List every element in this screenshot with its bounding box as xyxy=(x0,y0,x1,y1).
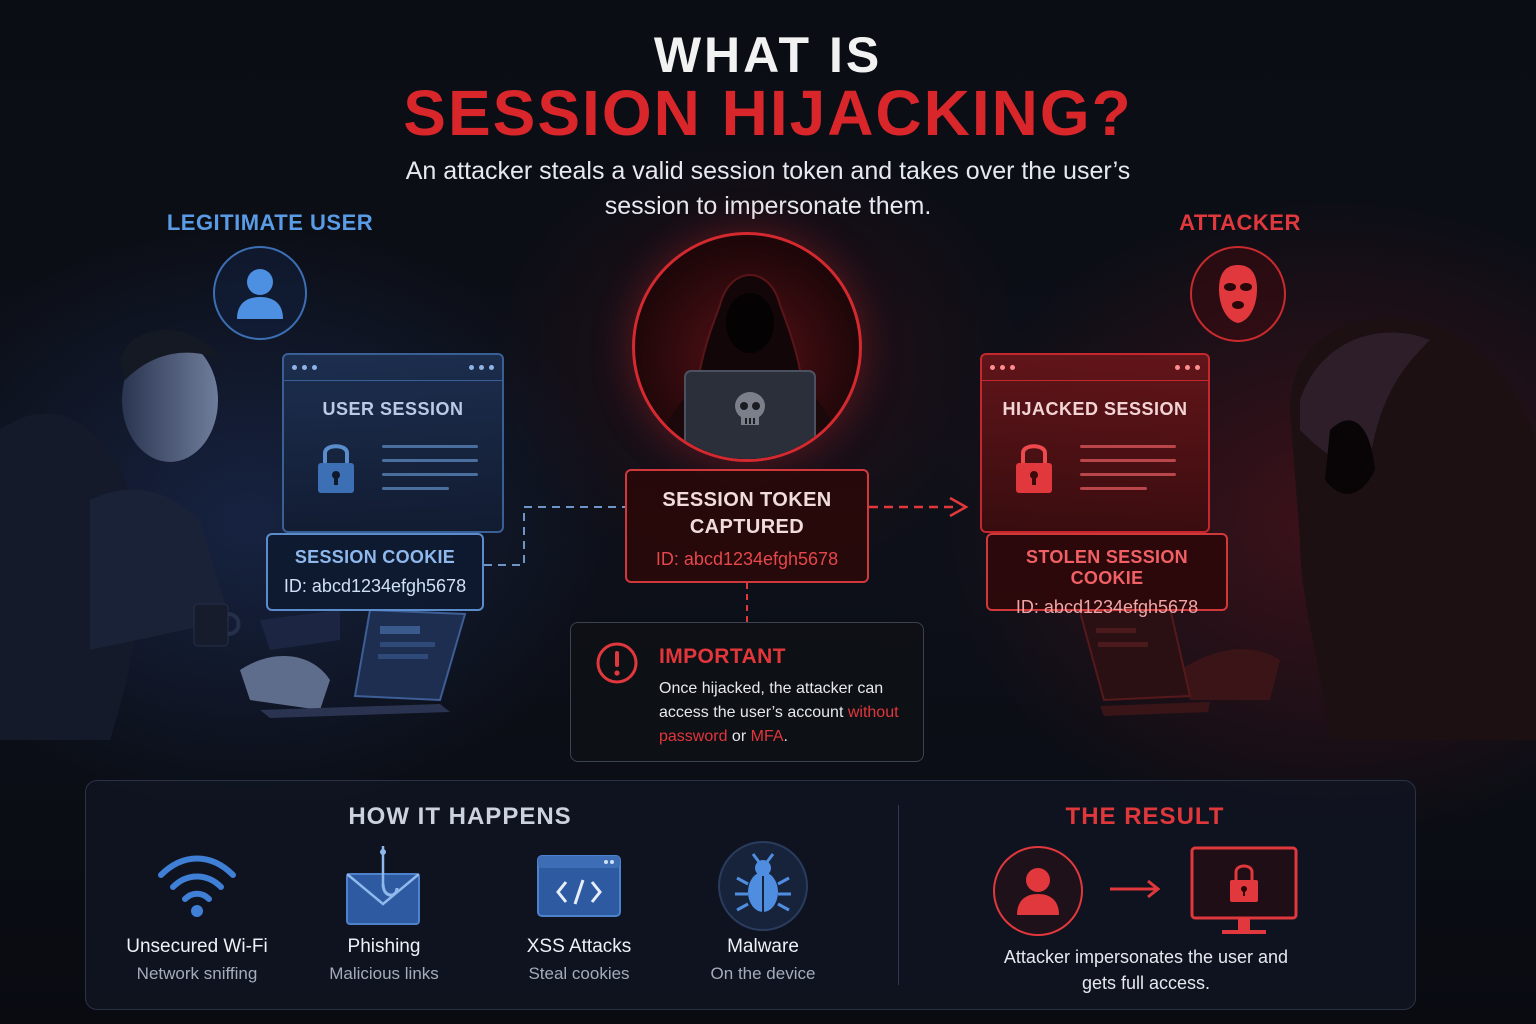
warning-exclamation-icon xyxy=(595,641,639,690)
locked-monitor-icon xyxy=(1190,846,1300,940)
result-text: Attacker impersonates the user and gets … xyxy=(1003,947,1289,993)
hijacked-session-title: HIJACKED SESSION xyxy=(1002,399,1188,419)
user-session-window: USER SESSION xyxy=(282,353,504,533)
stolen-cookie-box: STOLEN SESSION COOKIE ID: abcd1234efgh56… xyxy=(986,533,1228,617)
method-malware: Malware On the device xyxy=(673,840,853,984)
session-cookie-id: ID: abcd1234efgh5678 xyxy=(283,576,467,596)
important-text-part2: or xyxy=(727,728,751,745)
method-xss-attacks: XSS Attacks Steal cookies xyxy=(489,840,669,984)
window-titlebar xyxy=(284,355,502,381)
arrow-right-icon xyxy=(1108,876,1164,902)
important-text-red2: MFA xyxy=(750,728,784,745)
coffee-mug-icon xyxy=(186,600,246,650)
attacker-label: ATTACKER xyxy=(1179,210,1301,235)
user-avatar-icon xyxy=(213,246,307,340)
result-user-icon xyxy=(993,846,1083,936)
method-desc: On the device xyxy=(710,964,816,983)
user-laptop-illustration xyxy=(260,600,470,720)
method-phishing: Phishing Malicious links xyxy=(294,840,474,984)
panel-divider xyxy=(898,805,899,985)
how-it-happens-title: HOW IT HAPPENS xyxy=(348,803,572,830)
title-line-1: WHAT IS xyxy=(653,27,883,83)
code-window-icon xyxy=(489,840,669,932)
method-name: Phishing xyxy=(347,936,421,957)
important-note-box: IMPORTANT Once hijacked, the attacker ca… xyxy=(570,622,924,762)
important-text: Once hijacked, the attacker can access t… xyxy=(659,677,917,749)
wifi-icon xyxy=(107,840,287,932)
important-title: IMPORTANT xyxy=(659,645,786,668)
session-cookie-box: SESSION COOKIE ID: abcd1234efgh5678 xyxy=(266,533,484,611)
method-desc: Malicious links xyxy=(329,964,439,983)
hacker-illustration xyxy=(632,232,862,462)
important-text-red1: without password xyxy=(659,704,899,745)
method-desc: Network sniffing xyxy=(136,964,258,983)
balaclava-mask-icon xyxy=(1190,246,1286,342)
legitimate-user-label: LEGITIMATE USER xyxy=(166,210,374,235)
method-unsecured-wifi: Unsecured Wi-Fi Network sniffing xyxy=(107,840,287,984)
subtitle: An attacker steals a valid session token… xyxy=(405,157,1131,220)
window-dots-icon xyxy=(292,365,317,370)
window-titlebar xyxy=(982,355,1208,381)
the-result-title: THE RESULT xyxy=(1065,803,1225,830)
bug-icon xyxy=(673,840,853,932)
lock-icon xyxy=(1014,439,1054,500)
content-lines xyxy=(1080,445,1176,501)
method-name: Malware xyxy=(727,936,799,957)
session-cookie-title: SESSION COOKIE xyxy=(294,547,456,567)
method-desc: Steal cookies xyxy=(528,964,630,983)
attacker-laptop-illustration xyxy=(1078,600,1210,720)
method-name: XSS Attacks xyxy=(526,936,632,957)
user-session-title: USER SESSION xyxy=(322,399,464,419)
stolen-cookie-id: ID: abcd1234efgh5678 xyxy=(1015,597,1199,617)
window-dots-icon xyxy=(990,365,1015,370)
token-id: ID: abcd1234efgh5678 xyxy=(655,549,839,569)
method-name: Unsecured Wi-Fi xyxy=(126,936,268,957)
token-title-line-1: SESSION TOKEN xyxy=(662,489,832,511)
legitimate-user-illustration xyxy=(0,320,340,740)
title-line-2: SESSION HIJACKING? xyxy=(403,77,1133,149)
window-dots-icon xyxy=(1175,365,1200,370)
window-dots-icon xyxy=(469,365,494,370)
important-text-part1: Once hijacked, the attacker can access t… xyxy=(659,680,884,721)
token-title-line-2: CAPTURED xyxy=(689,516,805,538)
lock-icon xyxy=(316,439,356,500)
skull-icon xyxy=(735,392,765,425)
important-text-part3: . xyxy=(783,728,788,745)
hooded-attacker-illustration xyxy=(1180,300,1536,740)
stolen-cookie-title: STOLEN SESSION COOKIE xyxy=(1026,547,1188,588)
phishing-hook-icon xyxy=(294,840,474,932)
content-lines xyxy=(382,445,478,501)
session-token-captured-box: SESSION TOKEN CAPTURED ID: abcd1234efgh5… xyxy=(625,469,869,583)
hijacked-session-window: HIJACKED SESSION xyxy=(980,353,1210,533)
